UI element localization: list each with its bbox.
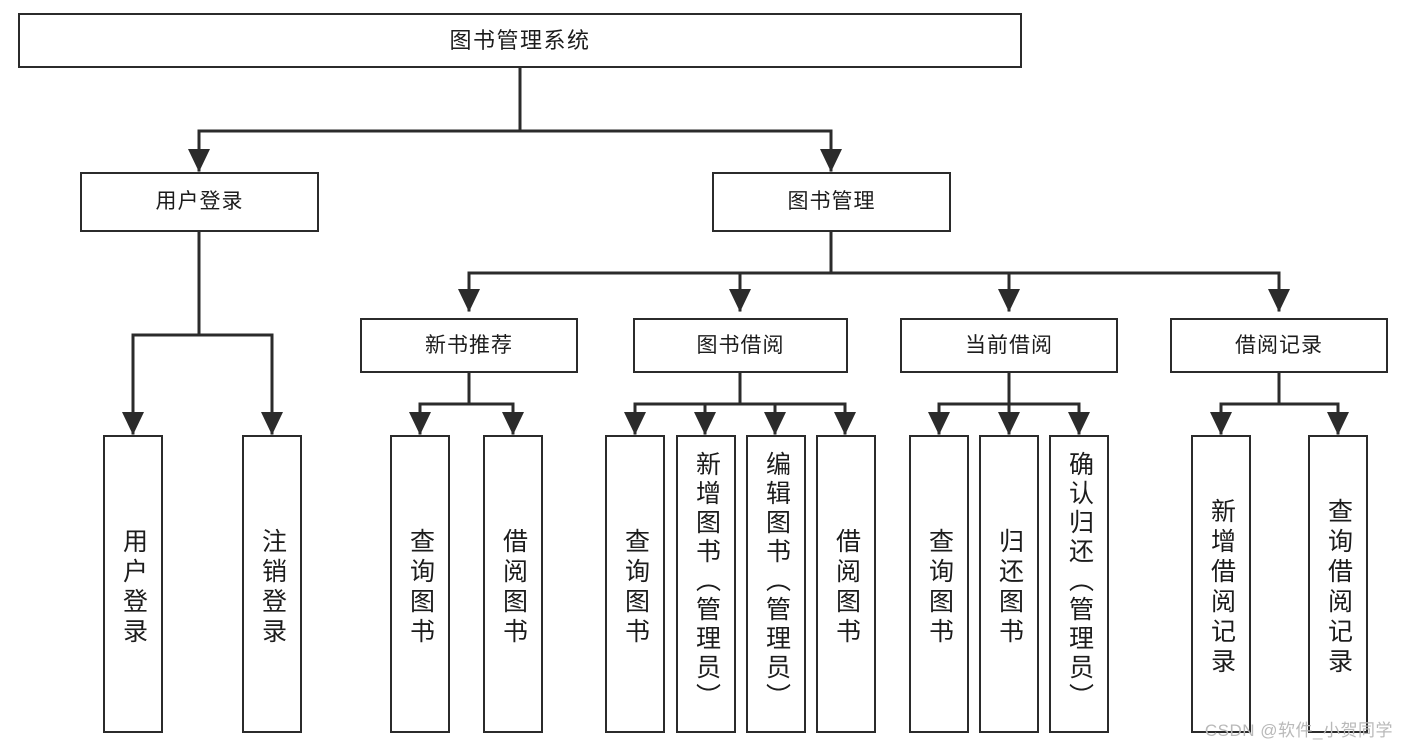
node-leaf-query-book-2[interactable]: 查询图书 <box>605 435 665 733</box>
node-leaf-edit-book[interactable]: 编辑图书（管理员） <box>746 435 806 733</box>
node-book-manage[interactable]: 图书管理 <box>712 172 951 232</box>
node-leaf-query-record-label: 查询借阅记录 <box>1324 498 1353 678</box>
node-leaf-borrow-book-2[interactable]: 借阅图书 <box>816 435 876 733</box>
node-leaf-query-book-3-label: 查询图书 <box>925 528 954 648</box>
node-leaf-add-book[interactable]: 新增图书（管理员） <box>676 435 736 733</box>
node-book-borrow[interactable]: 图书借阅 <box>633 318 848 373</box>
node-new-book-rec-label: 新书推荐 <box>425 333 513 357</box>
node-leaf-query-book-1[interactable]: 查询图书 <box>390 435 450 733</box>
node-leaf-confirm-return[interactable]: 确认归还（管理员） <box>1049 435 1109 733</box>
node-leaf-query-book-3[interactable]: 查询图书 <box>909 435 969 733</box>
node-leaf-borrow-book-1[interactable]: 借阅图书 <box>483 435 543 733</box>
node-root[interactable]: 图书管理系统 <box>18 13 1022 68</box>
csdn-watermark: CSDN @软件_小贺同学 <box>1204 721 1393 740</box>
node-leaf-borrow-book-1-label: 借阅图书 <box>499 528 528 648</box>
node-user-login[interactable]: 用户登录 <box>80 172 319 232</box>
node-leaf-confirm-return-label: 确认归还（管理员） <box>1065 451 1094 712</box>
node-new-book-rec[interactable]: 新书推荐 <box>360 318 578 373</box>
node-leaf-borrow-book-2-label: 借阅图书 <box>832 528 861 648</box>
node-leaf-return-book[interactable]: 归还图书 <box>979 435 1039 733</box>
node-leaf-query-book-1-label: 查询图书 <box>406 528 435 648</box>
node-leaf-add-book-label: 新增图书（管理员） <box>692 451 721 712</box>
node-book-borrow-label: 图书借阅 <box>696 333 785 357</box>
node-borrow-record-label: 借阅记录 <box>1235 333 1323 357</box>
node-current-borrow[interactable]: 当前借阅 <box>900 318 1118 373</box>
node-leaf-add-record[interactable]: 新增借阅记录 <box>1191 435 1251 733</box>
node-root-label: 图书管理系统 <box>449 27 591 53</box>
node-leaf-user-login-label: 用户登录 <box>119 528 148 648</box>
node-book-manage-label: 图书管理 <box>787 190 876 214</box>
node-user-login-label: 用户登录 <box>155 190 244 214</box>
node-leaf-add-record-label: 新增借阅记录 <box>1207 498 1236 678</box>
node-leaf-return-book-label: 归还图书 <box>995 528 1024 648</box>
node-current-borrow-label: 当前借阅 <box>965 333 1053 357</box>
node-leaf-logout-label: 注销登录 <box>258 528 287 648</box>
node-leaf-query-record[interactable]: 查询借阅记录 <box>1308 435 1368 733</box>
node-leaf-user-login[interactable]: 用户登录 <box>103 435 163 733</box>
node-borrow-record[interactable]: 借阅记录 <box>1170 318 1388 373</box>
node-leaf-logout[interactable]: 注销登录 <box>242 435 302 733</box>
node-leaf-edit-book-label: 编辑图书（管理员） <box>762 451 791 712</box>
node-leaf-query-book-2-label: 查询图书 <box>621 528 650 648</box>
